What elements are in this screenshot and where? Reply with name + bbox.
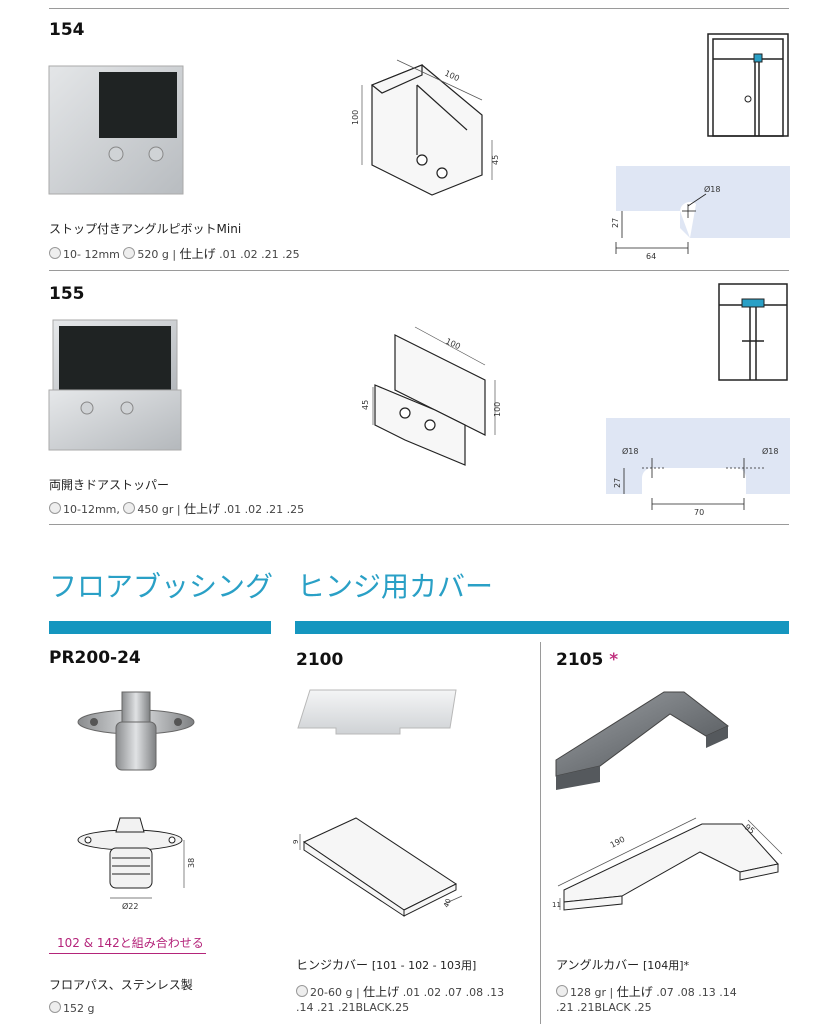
cutout-dia-left-155: Ø18	[622, 446, 638, 456]
door-diagram-155	[718, 283, 788, 381]
weight-icon	[123, 502, 136, 514]
product-spec-2105: 128 gr | 仕上げ .07 .08 .13 .14 .21 .21BLAC…	[556, 985, 737, 1014]
product-photo-pr200	[77, 691, 195, 771]
dim-depth-155: 45	[361, 400, 370, 410]
column-divider	[540, 642, 541, 1024]
section-title-hinge-cover: ヒンジ用カバー	[297, 570, 494, 603]
product-spec-pr200: 152 g	[49, 1001, 94, 1016]
dim-height-154: 100	[351, 110, 360, 125]
technical-drawing-2100: 9 40	[292, 817, 463, 917]
door-diagram-154	[707, 33, 789, 137]
cutout-diagram-155: Ø18 Ø18 27 70	[606, 418, 790, 517]
dim-height-pr200: 38	[187, 858, 196, 868]
technical-drawing-pr200: 38 Ø22	[77, 817, 196, 911]
technical-drawing-2105: 190 95 11	[552, 817, 783, 911]
section-title-floor-bushing: フロアブッシング	[49, 570, 274, 603]
dim-height-2105: 11	[552, 901, 561, 909]
product-code-2105: 2105 *	[556, 650, 619, 670]
product-spec-2100: 20-60 g | 仕上げ .01 .02 .07 .08 .13 .14 .2…	[296, 985, 505, 1014]
weight-icon	[296, 985, 308, 997]
product-code-2100: 2100	[296, 650, 344, 670]
product-code-155: 155	[49, 284, 85, 304]
cutout-h-155: 27	[613, 478, 622, 488]
product-name-2105: アングルカバー [104用]*	[556, 958, 690, 972]
technical-drawing-155: 100 45 100	[361, 326, 502, 466]
weight-icon	[49, 1001, 61, 1013]
dim-height-155: 100	[493, 402, 502, 417]
dim-long-2105: 190	[609, 835, 627, 850]
product-photo-154	[48, 65, 184, 195]
dim-dia-pr200: Ø22	[122, 901, 138, 911]
dim-width-155: 100	[444, 337, 462, 352]
divider-bottom	[49, 524, 789, 525]
cutout-dia-154: Ø18	[704, 184, 720, 194]
product-photo-2100	[297, 689, 457, 735]
cutout-diagram-154: Ø18 27 64	[611, 166, 790, 261]
dim-width-2100: 40	[442, 898, 453, 909]
thickness-icon	[49, 502, 61, 514]
weight-icon	[556, 985, 568, 997]
product-name-154: ストップ付きアングルピボットMini	[49, 222, 242, 236]
cutout-w-154: 64	[646, 252, 656, 261]
product-code-154: 154	[49, 20, 85, 40]
cutout-dia-right-155: Ø18	[762, 446, 778, 456]
combo-link-pr200[interactable]: 102 & 142と組み合わせる	[49, 934, 206, 954]
product-code-pr200: PR200-24	[49, 648, 141, 668]
technical-drawing-154: 100 100 45	[351, 59, 500, 196]
cutout-h-154: 27	[611, 218, 620, 228]
section-bar-hinge	[295, 621, 789, 634]
product-name-155: 両開きドアストッパー	[49, 478, 170, 492]
dim-width-154: 100	[443, 69, 461, 84]
product-name-2100: ヒンジカバー [101 - 102 - 103用]	[296, 958, 477, 972]
dim-height-2100: 9	[292, 840, 300, 844]
product-spec-154: 10- 12mm 520 g | 仕上げ .01 .02 .21 .25	[49, 247, 300, 262]
divider-top	[49, 8, 789, 9]
divider-154-155	[49, 270, 789, 271]
product-photo-155	[48, 319, 182, 451]
product-photo-2105	[555, 691, 729, 790]
cutout-w-155: 70	[694, 508, 704, 517]
dim-depth-154: 45	[491, 155, 500, 165]
product-spec-155: 10-12mm, 450 gr | 仕上げ .01 .02 .21 .25	[49, 502, 304, 517]
section-bar-floor	[49, 621, 271, 634]
weight-icon	[123, 247, 136, 259]
product-name-pr200: フロアパス、ステンレス製	[49, 978, 193, 992]
thickness-icon	[49, 247, 61, 259]
